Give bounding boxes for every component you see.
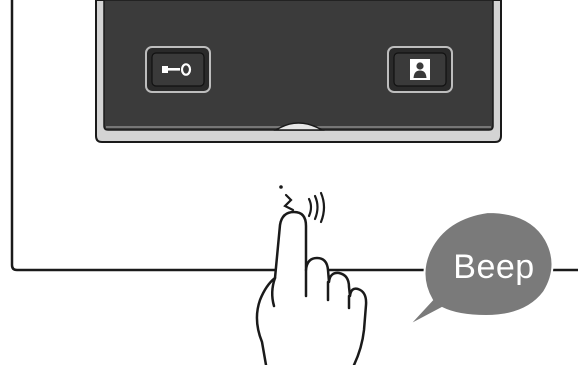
person-portrait-icon xyxy=(410,59,430,80)
pointing-hand-icon xyxy=(257,212,366,365)
beep-label: Beep xyxy=(436,248,552,286)
monitor-button[interactable] xyxy=(388,47,452,92)
unlock-button[interactable] xyxy=(146,47,210,92)
control-panel xyxy=(96,0,501,142)
